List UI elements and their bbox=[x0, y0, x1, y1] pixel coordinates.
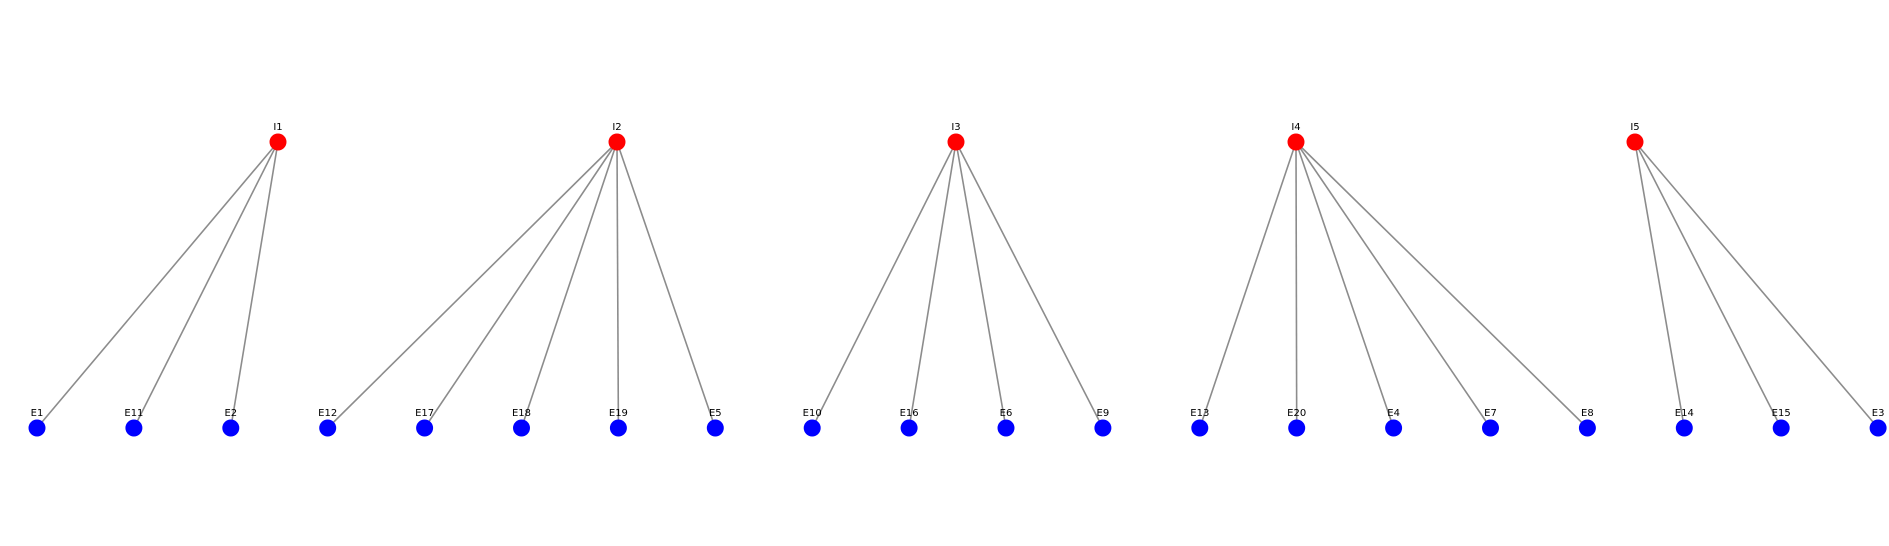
edge-i5-e14 bbox=[1634, 141, 1686, 429]
child-node-e16 bbox=[900, 419, 918, 437]
edge-i4-e20 bbox=[1295, 141, 1298, 429]
child-label-e20: E20 bbox=[1287, 408, 1306, 419]
child-label-e5: E5 bbox=[709, 408, 722, 419]
child-node-e9 bbox=[1094, 419, 1112, 437]
edge-i2-e19 bbox=[616, 141, 620, 429]
child-label-e12: E12 bbox=[318, 408, 337, 419]
nodes-layer bbox=[28, 133, 1887, 437]
edge-i2-e18 bbox=[520, 141, 618, 429]
child-node-e18 bbox=[513, 419, 530, 437]
child-label-e1: E1 bbox=[31, 408, 44, 419]
edges-layer bbox=[36, 141, 1879, 429]
edge-i4-e13 bbox=[1199, 141, 1297, 429]
parent-label-i5: I5 bbox=[1630, 122, 1639, 133]
edge-i2-e5 bbox=[616, 141, 717, 429]
child-node-e1 bbox=[28, 419, 46, 437]
child-node-e6 bbox=[997, 419, 1015, 437]
parent-node-i3 bbox=[947, 133, 965, 151]
child-label-e14: E14 bbox=[1675, 408, 1694, 419]
parent-label-i2: I2 bbox=[612, 122, 621, 133]
child-node-e19 bbox=[609, 419, 627, 437]
child-node-e11 bbox=[125, 419, 143, 437]
child-label-e10: E10 bbox=[803, 408, 822, 419]
child-label-e6: E6 bbox=[1000, 408, 1013, 419]
child-label-e3: E3 bbox=[1872, 408, 1885, 419]
child-label-e8: E8 bbox=[1581, 408, 1594, 419]
child-node-e17 bbox=[416, 419, 434, 437]
edge-i1-e2 bbox=[230, 141, 279, 429]
child-node-e8 bbox=[1578, 419, 1596, 437]
child-node-e13 bbox=[1191, 419, 1209, 437]
parent-label-i4: I4 bbox=[1291, 122, 1300, 133]
child-node-e4 bbox=[1385, 419, 1403, 437]
parent-node-i2 bbox=[608, 133, 626, 151]
parent-label-i3: I3 bbox=[951, 122, 960, 133]
parent-node-i5 bbox=[1626, 133, 1644, 151]
edge-i2-e12 bbox=[327, 141, 618, 429]
child-node-e20 bbox=[1288, 419, 1306, 437]
child-label-e9: E9 bbox=[1097, 408, 1110, 419]
edge-i4-e4 bbox=[1295, 141, 1395, 429]
child-label-e18: E18 bbox=[512, 408, 531, 419]
edge-i5-e3 bbox=[1634, 141, 1879, 429]
child-node-e2 bbox=[222, 419, 240, 437]
child-label-e16: E16 bbox=[900, 408, 919, 419]
child-label-e7: E7 bbox=[1484, 408, 1497, 419]
edge-i1-e1 bbox=[36, 141, 279, 429]
edge-i4-e7 bbox=[1295, 141, 1492, 429]
child-node-e15 bbox=[1772, 419, 1790, 437]
edge-i5-e15 bbox=[1634, 141, 1782, 429]
child-label-e17: E17 bbox=[415, 408, 434, 419]
child-label-e4: E4 bbox=[1387, 408, 1400, 419]
edge-i3-e10 bbox=[811, 141, 957, 429]
child-label-e15: E15 bbox=[1772, 408, 1791, 419]
child-label-e2: E2 bbox=[224, 408, 237, 419]
parent-node-i1 bbox=[269, 133, 287, 151]
child-node-e14 bbox=[1675, 419, 1693, 437]
child-label-e19: E19 bbox=[609, 408, 628, 419]
edge-i3-e9 bbox=[955, 141, 1104, 429]
child-node-e7 bbox=[1482, 419, 1499, 437]
child-label-e13: E13 bbox=[1190, 408, 1209, 419]
edge-i4-e8 bbox=[1295, 141, 1588, 429]
edge-i1-e11 bbox=[133, 141, 279, 429]
child-node-e3 bbox=[1869, 419, 1887, 437]
edge-i2-e17 bbox=[423, 141, 618, 429]
child-node-e12 bbox=[319, 419, 337, 437]
child-node-e10 bbox=[803, 419, 821, 437]
child-label-e11: E11 bbox=[124, 408, 143, 419]
edge-i3-e6 bbox=[955, 141, 1007, 429]
child-node-e5 bbox=[706, 419, 724, 437]
parent-node-i4 bbox=[1287, 133, 1305, 151]
edge-i3-e16 bbox=[908, 141, 957, 429]
parent-label-i1: I1 bbox=[273, 122, 282, 133]
